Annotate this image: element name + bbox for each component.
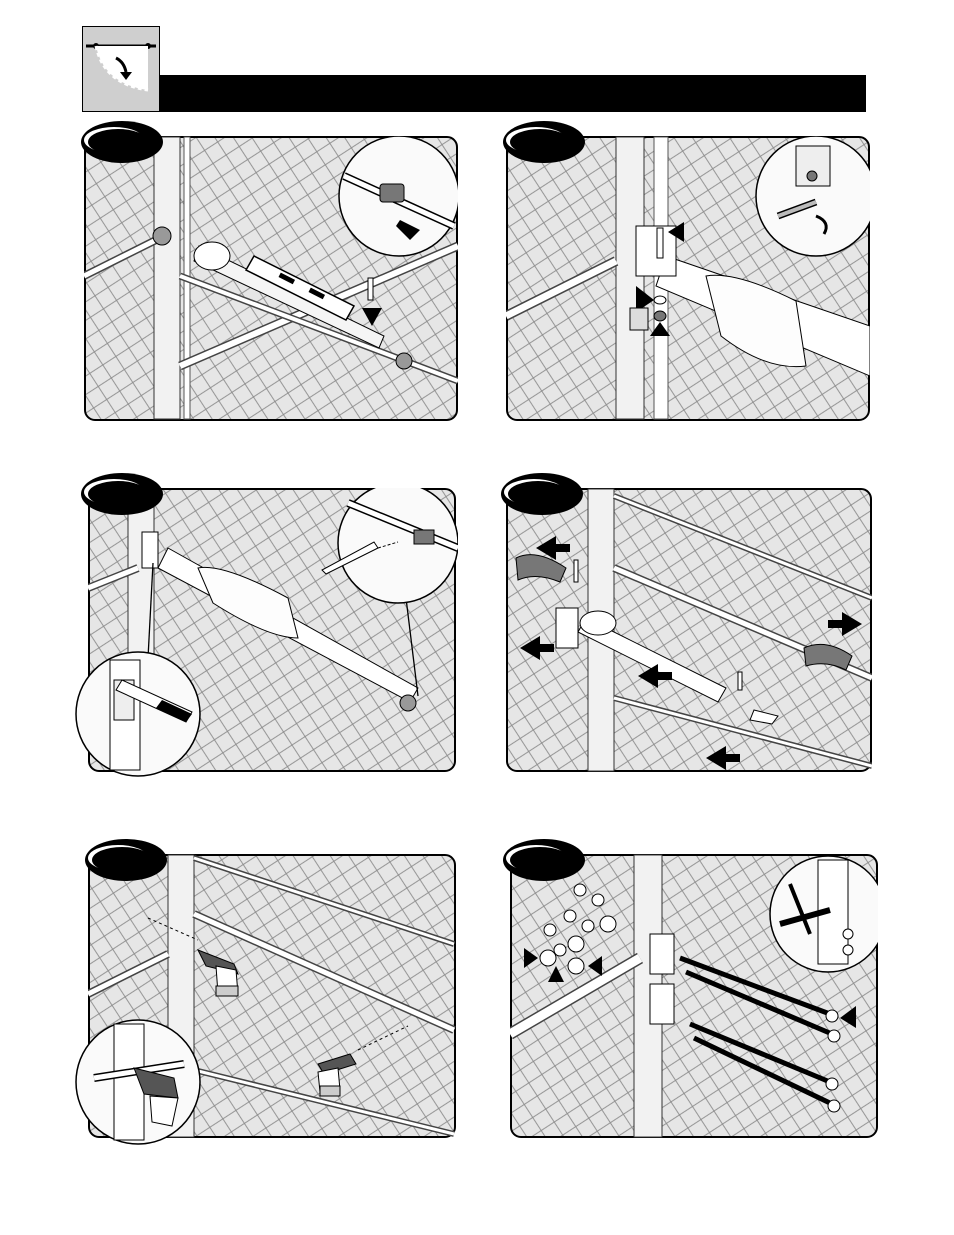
panel-6 [510,854,884,1139]
wrench-detail-icon [770,856,878,972]
step-3-badge [80,472,164,516]
clevis-detail-icon [339,136,458,256]
step-1-badge [80,120,164,164]
step-5-badge [84,838,168,882]
step-4-badge [500,472,584,516]
step-2-badge [502,120,586,164]
step-6-badge [502,838,586,882]
marker-detail-icon [74,650,204,778]
panel-4 [506,488,880,773]
gate-swing-icon [82,26,160,112]
wrench-detail-icon [756,136,870,256]
panel-2 [506,136,880,421]
panel-5 [88,854,462,1139]
drill-detail-icon [74,1018,204,1146]
bracket-detail-icon [338,488,458,603]
section-header-bar [160,75,866,112]
panel-3 [88,488,462,773]
panel-1 [84,136,458,421]
bracket-icon [556,608,578,648]
